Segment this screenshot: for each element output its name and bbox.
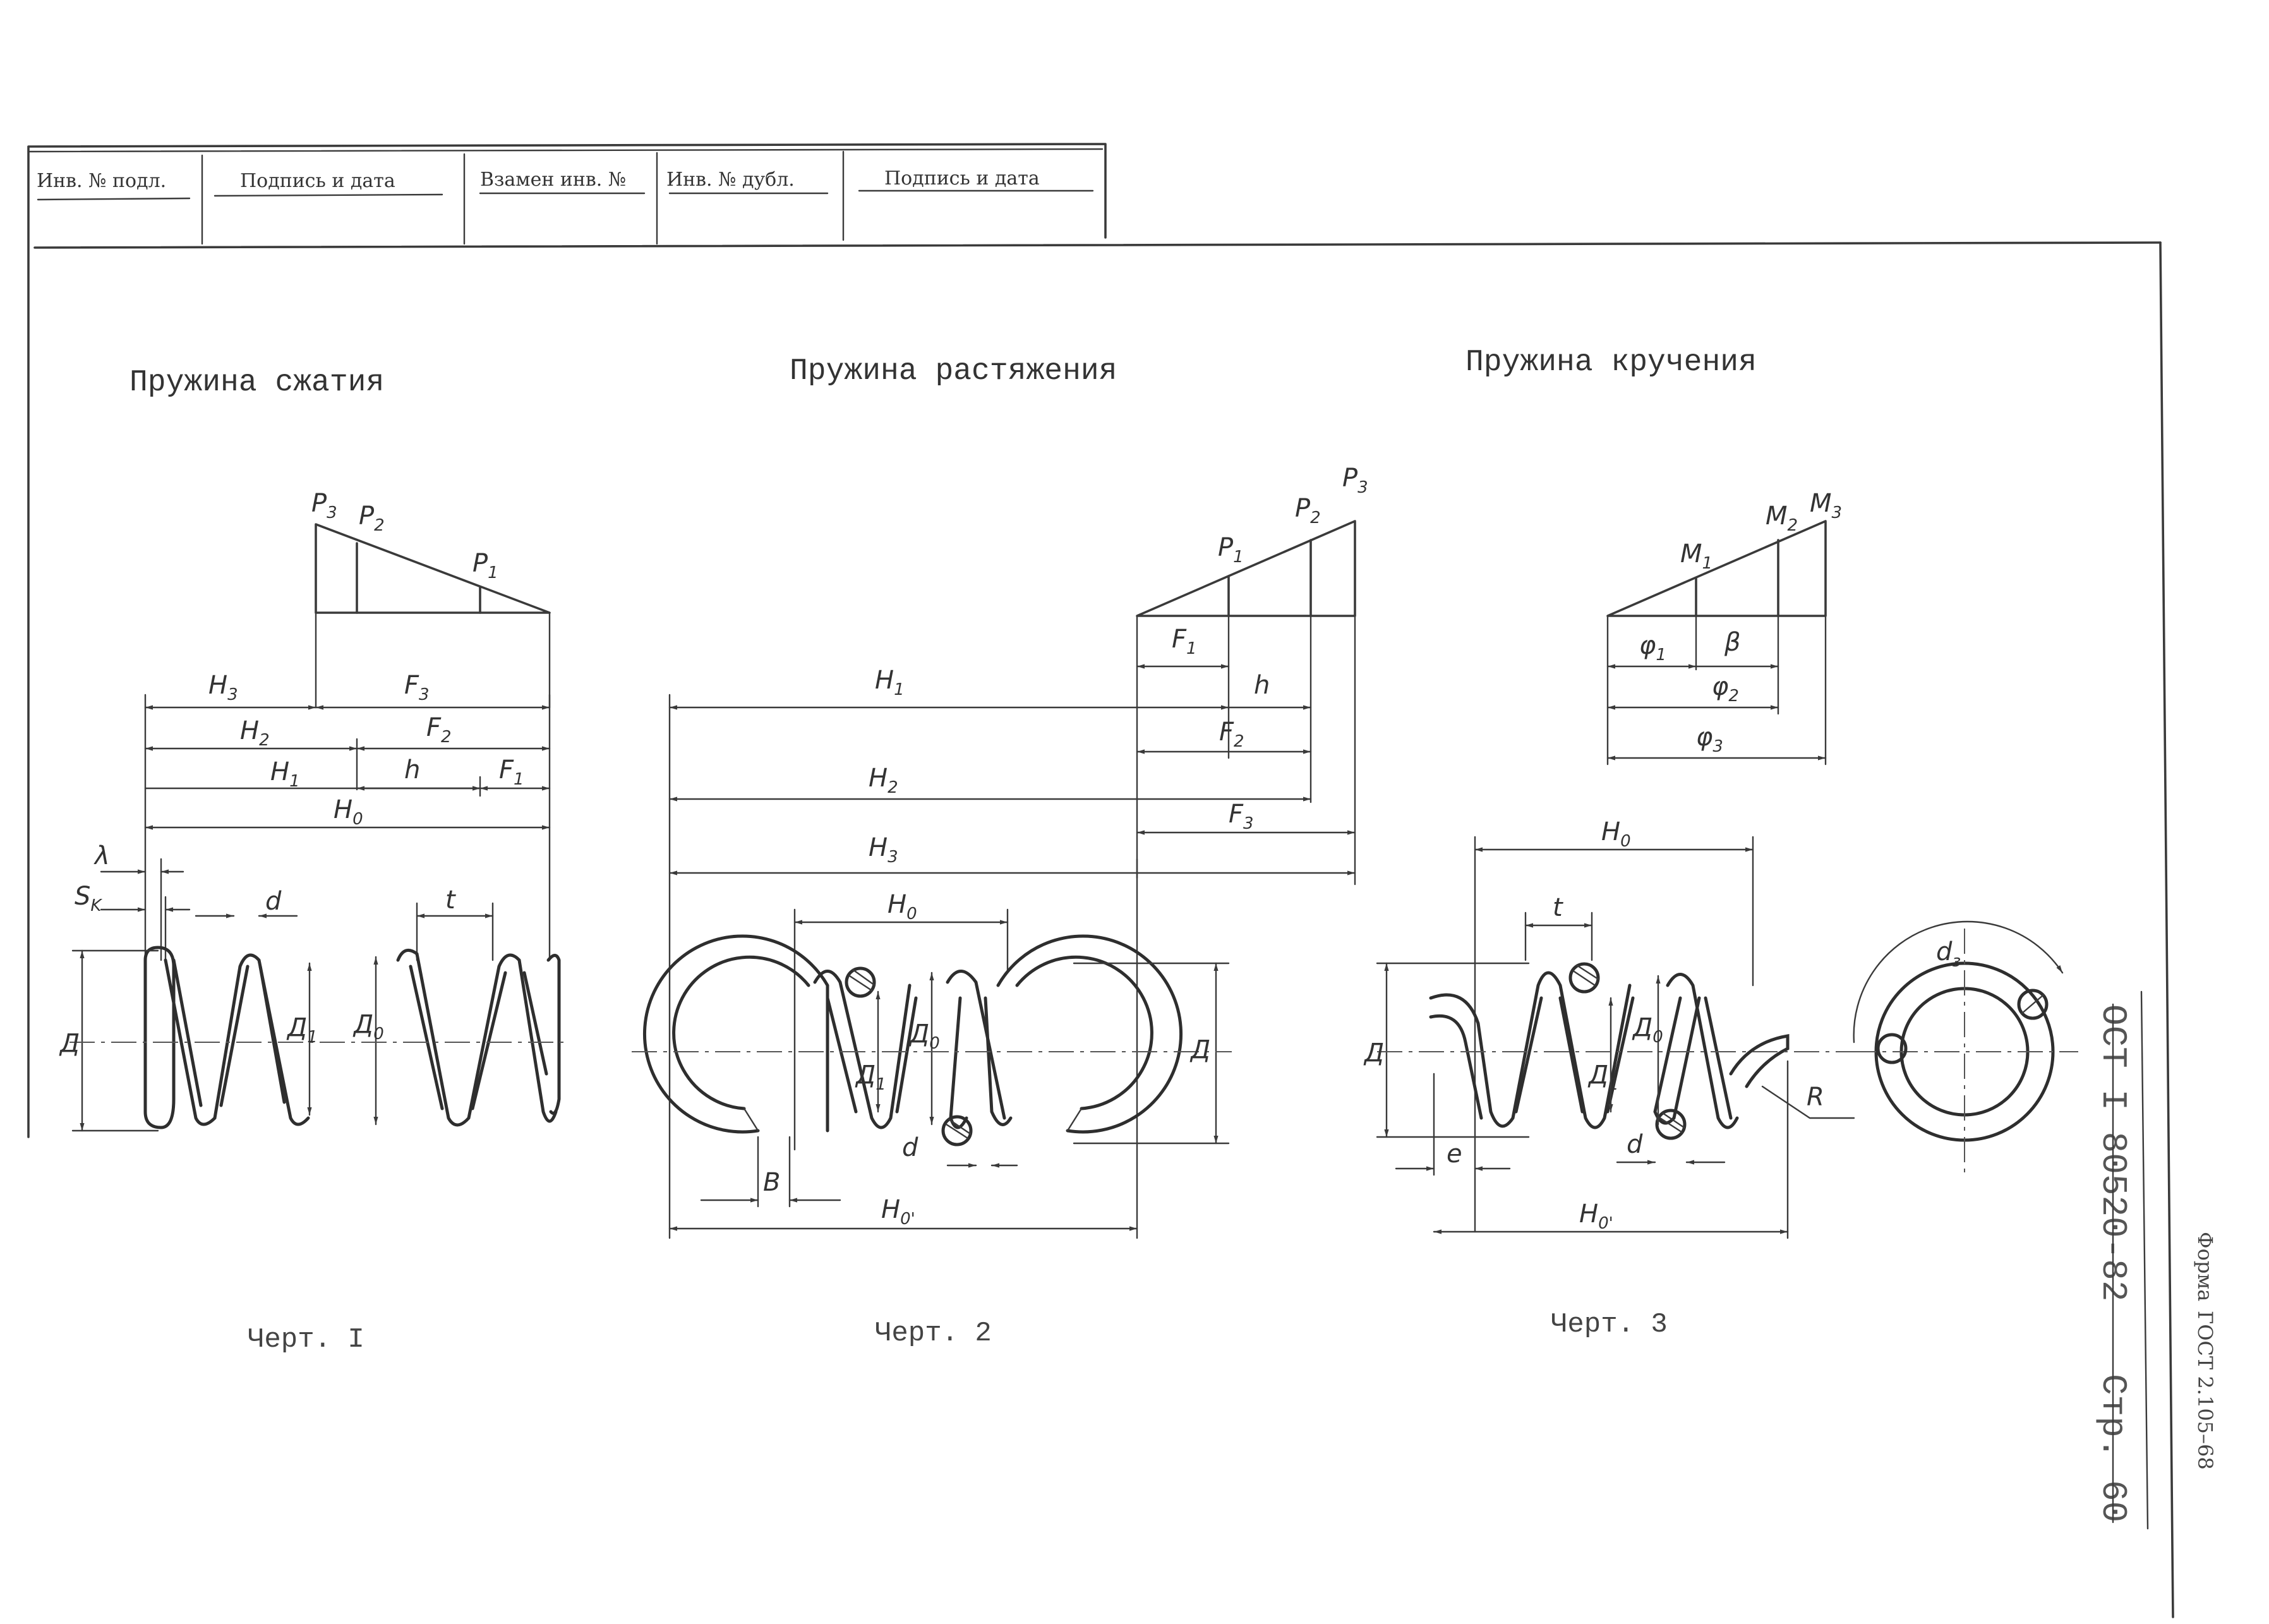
label-D: Д <box>59 1029 80 1058</box>
label-D0: Д0 <box>352 1010 384 1044</box>
label-F3: F3 <box>404 671 430 704</box>
stamp-cell-inv-dubl: Инв. № дубл. <box>666 169 795 191</box>
label-B-t: В <box>763 1168 780 1197</box>
label-d-k: d <box>1627 1130 1643 1159</box>
label-H1-t: H1 <box>875 666 905 699</box>
label-P1: P1 <box>472 549 498 582</box>
label-Sk: SK <box>75 882 102 915</box>
label-t: t <box>445 886 456 915</box>
label-P3-t: P3 <box>1342 464 1368 497</box>
caption-drawing-2: Черт. 2 <box>875 1318 992 1349</box>
forma-label: Форма <box>2193 1232 2217 1301</box>
drawing-compression-spring: P3 P2 P1 H3 F3 H2 F2 h H1 F1 H0 λ SK d t… <box>59 489 569 1132</box>
label-phi2: φ2 <box>1712 672 1739 706</box>
label-phi1: φ1 <box>1639 631 1666 665</box>
label-d3: dз <box>1936 937 1961 971</box>
label-H3: H3 <box>208 671 238 704</box>
label-t-k: t <box>1553 893 1563 922</box>
label-H0p-t: H0' <box>881 1195 915 1229</box>
label-h-t: h <box>1254 671 1270 700</box>
label-D0-k: Д0 <box>1632 1013 1663 1047</box>
label-phi3: φ3 <box>1696 723 1723 756</box>
stamp-cell-podpis-data: Подпись и дата <box>240 170 395 192</box>
stamp-cell-podpis-data-2: Подпись и дата <box>884 167 1040 189</box>
label-R-k: R <box>1807 1083 1824 1112</box>
label-F2-t: F2 <box>1219 718 1244 751</box>
gost-label: ГОСТ 2.105–68 <box>2193 1311 2217 1470</box>
label-H0: H0 <box>334 795 363 829</box>
label-F2: F2 <box>426 713 452 747</box>
stamp-cell-inv-podl: Инв. № подл. <box>37 170 166 192</box>
forma-block: Форма ГОСТ 2.105–68 <box>2193 1232 2217 1470</box>
label-e-k: е <box>1447 1140 1462 1169</box>
label-F3-t: F3 <box>1229 800 1254 833</box>
label-P2: P2 <box>359 502 385 535</box>
label-H1: H1 <box>270 757 300 791</box>
label-H3-t: H3 <box>869 833 898 867</box>
stamp-block: Инв. № подл. Подпись и дата Взамен инв. … <box>27 143 1107 1138</box>
label-M3: M3 <box>1810 489 1842 522</box>
label-P2-t: P2 <box>1295 494 1321 527</box>
label-M2: M2 <box>1766 502 1798 535</box>
label-F1: F1 <box>499 755 524 789</box>
drawing-tension-spring: P3 P2 P1 F1 H1 h F2 H2 F3 H3 H0 Д Д0 Д1 … <box>632 464 1368 1239</box>
label-H0-k: H0 <box>1601 817 1631 851</box>
label-d-t: d <box>902 1133 918 1162</box>
label-D1-t: Д1 <box>855 1061 886 1094</box>
caption-drawing-1: Черт. I <box>248 1324 364 1356</box>
caption-drawing-3: Черт. 3 <box>1551 1309 1668 1340</box>
label-M1: M1 <box>1680 539 1712 573</box>
label-D-k: Д <box>1363 1038 1384 1068</box>
label-P3: P3 <box>311 489 337 522</box>
label-d: d <box>265 887 282 916</box>
label-H0-t: H0 <box>888 890 917 923</box>
label-h: h <box>404 755 420 785</box>
drawing-torsion-spring: M3 M2 M1 φ1 β φ2 φ3 H0 t Д Д0 Д1 R е d H… <box>1363 489 2078 1239</box>
label-D-t: Д <box>1189 1035 1210 1064</box>
sheet-frame <box>33 241 2174 1618</box>
label-H0p-k: H0' <box>1579 1200 1613 1233</box>
label-lambda: λ <box>93 841 110 870</box>
label-D1-k: Д1 <box>1587 1061 1619 1094</box>
label-D0-t: Д0 <box>908 1020 940 1053</box>
label-H2: H2 <box>240 716 270 750</box>
label-beta: β <box>1724 628 1741 657</box>
title-compression: Пружина сжатия <box>129 366 384 400</box>
title-torsion: Пружина кручения <box>1466 346 1757 380</box>
label-F1-t: F1 <box>1172 625 1197 658</box>
label-D1: Д1 <box>286 1013 318 1047</box>
label-P1-t: P1 <box>1218 533 1244 567</box>
title-tension: Пружина растяжения <box>790 354 1117 388</box>
stamp-cell-vzamen: Взамен инв. № <box>480 169 626 191</box>
label-H2-t: H2 <box>869 764 898 797</box>
